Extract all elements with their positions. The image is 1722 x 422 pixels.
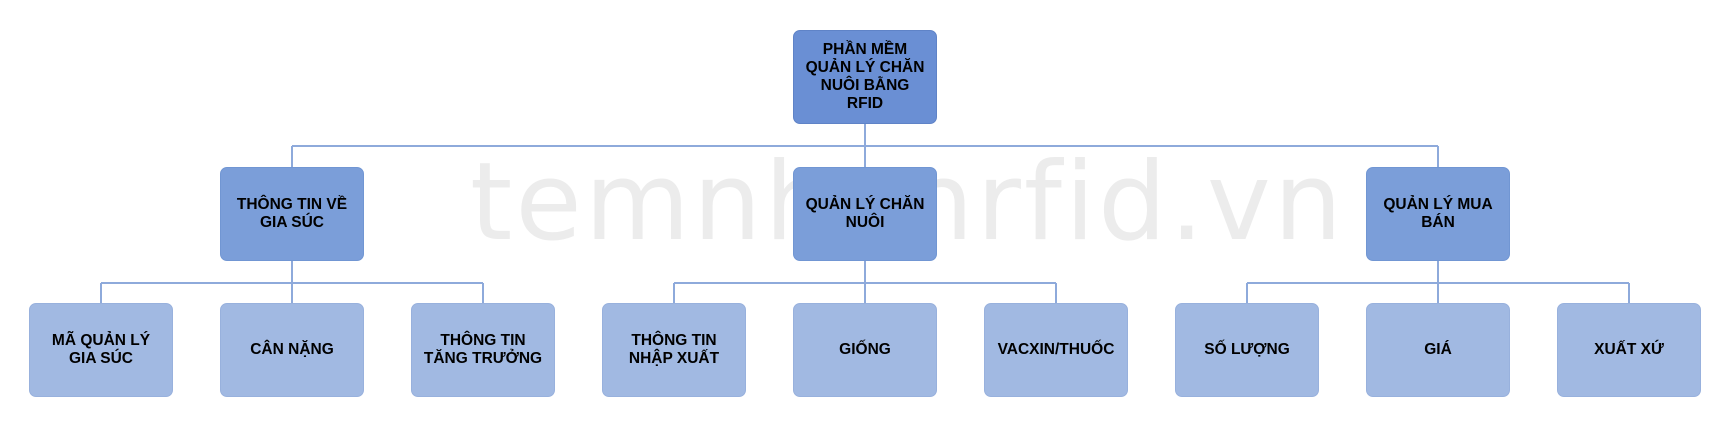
branch-node-livestock-info: THÔNG TIN VỀ GIA SÚC [220,167,364,261]
branch-node-farming-management: QUẢN LÝ CHĂN NUÔI [793,167,937,261]
leaf-node-label: GIỐNG [839,341,891,358]
leaf-node-label: THÔNG TIN NHẬP XUẤT [628,332,720,367]
leaf-node-livestock-id: MÃ QUẢN LÝ GIA SÚC [29,303,173,397]
leaf-node-quantity: SỐ LƯỢNG [1175,303,1319,397]
leaf-node-breed: GIỐNG [793,303,937,397]
root-node-label: PHẦN MỀM QUẢN LÝ CHĂN NUÔI BẰNG RFID [805,41,925,112]
leaf-node-label: GIÁ [1424,341,1452,358]
leaf-node-import-export-info: THÔNG TIN NHẬP XUẤT [602,303,746,397]
leaf-node-origin: XUẤT XỨ [1557,303,1701,397]
branch-node-trade-management: QUẢN LÝ MUA BÁN [1366,167,1510,261]
branch-node-label: QUẢN LÝ MUA BÁN [1383,196,1493,231]
branch-node-label: THÔNG TIN VỀ GIA SÚC [236,196,348,231]
leaf-node-label: XUẤT XỨ [1594,341,1664,358]
branch-node-label: QUẢN LÝ CHĂN NUÔI [805,196,925,231]
leaf-node-vaccine-medicine: VACXIN/THUỐC [984,303,1128,397]
leaf-node-label: SỐ LƯỢNG [1204,341,1290,358]
leaf-node-label: CÂN NẶNG [250,341,334,358]
leaf-node-label: MÃ QUẢN LÝ GIA SÚC [51,332,151,367]
leaf-node-growth-info: THÔNG TIN TĂNG TRƯỞNG [411,303,555,397]
root-node: PHẦN MỀM QUẢN LÝ CHĂN NUÔI BẰNG RFID [793,30,937,124]
leaf-node-price: GIÁ [1366,303,1510,397]
leaf-node-label: THÔNG TIN TĂNG TRƯỞNG [423,332,543,367]
leaf-node-weight: CÂN NẶNG [220,303,364,397]
leaf-node-label: VACXIN/THUỐC [997,341,1115,358]
